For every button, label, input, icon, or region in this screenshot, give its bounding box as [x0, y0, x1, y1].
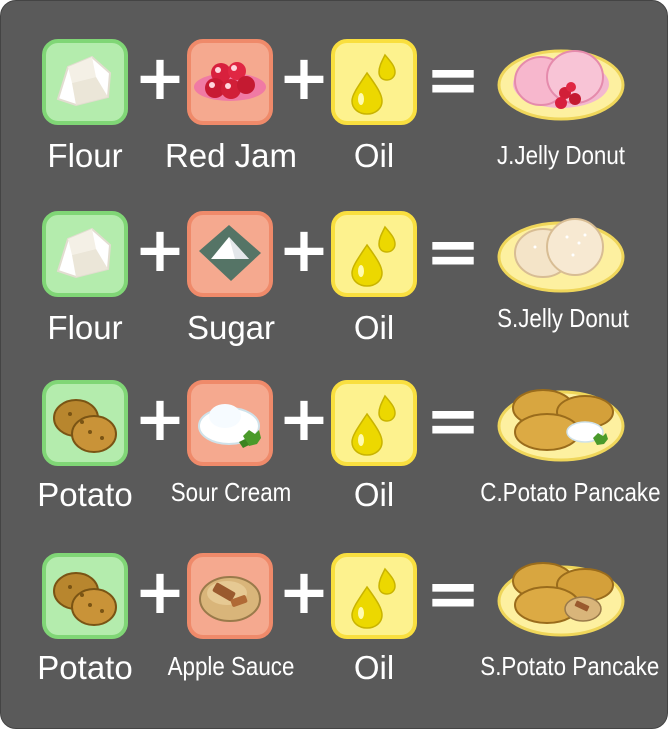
ingredient-label: Flour — [47, 137, 123, 174]
result-jelly-donut-jam — [495, 37, 627, 129]
result-potato-pancake-cream — [495, 376, 627, 468]
ingredient-label: Oil — [353, 476, 395, 513]
ingredient-tile-potato — [42, 380, 128, 466]
plus-sign: + — [134, 213, 186, 286]
oil-drop-icon — [351, 53, 396, 115]
ingredient-label: Sour Cream — [170, 477, 292, 507]
oil-drop-icon — [351, 567, 396, 629]
ingredient-tile-sugar — [187, 211, 273, 297]
ingredient-label: Sugar — [186, 309, 276, 346]
oil-drop-icon — [351, 225, 396, 287]
recipe-row-potato-pancake-cream: + + = — [1, 380, 668, 530]
ingredient-label: Potato — [37, 649, 133, 686]
recipe-row-potato-pancake-sauce: + + = — [1, 553, 668, 703]
plus-sign: + — [278, 382, 330, 455]
ingredient-tile-oil — [331, 553, 417, 639]
recipe-row-jelly-donut-sugar: + + = — [1, 211, 668, 361]
ingredient-label: Potato — [37, 476, 133, 513]
ingredient-tile-flour — [42, 211, 128, 297]
result-potato-pancake-sauce — [495, 551, 627, 643]
plus-sign: + — [134, 382, 186, 455]
flour-icon — [56, 55, 112, 107]
result-label: S.Jelly Donut — [497, 303, 629, 333]
potato-icon — [53, 572, 117, 626]
ingredient-tile-red-jam — [187, 39, 273, 125]
ingredient-tile-potato — [42, 553, 128, 639]
equals-sign: = — [425, 41, 481, 118]
ingredient-tile-flour — [42, 39, 128, 125]
result-label: S.Potato Pancake — [480, 651, 660, 681]
plus-sign: + — [278, 555, 330, 628]
flour-icon — [56, 227, 112, 279]
apple-sauce-icon — [199, 576, 261, 622]
ingredient-tile-sour-cream — [187, 380, 273, 466]
red-jam-icon — [194, 62, 266, 101]
sour-cream-icon — [198, 404, 261, 448]
result-label: J.Jelly Donut — [496, 140, 626, 170]
sugar-icon — [199, 225, 261, 281]
potato-pancake-sauce-icon — [497, 562, 625, 637]
ingredient-tile-apple-sauce — [187, 553, 273, 639]
equals-sign: = — [425, 555, 481, 632]
equals-sign: = — [425, 213, 481, 290]
plus-sign: + — [134, 555, 186, 628]
ingredient-tile-oil — [331, 211, 417, 297]
potato-pancake-cream-icon — [497, 389, 625, 462]
ingredient-label: Flour — [47, 309, 123, 346]
ingredient-label: Oil — [353, 649, 395, 686]
ingredient-label: Red Jam — [164, 137, 298, 174]
jelly-donut-sugar-icon — [497, 218, 625, 293]
plus-sign: + — [278, 41, 330, 114]
recipe-row-jelly-donut-jam: + + = — [1, 39, 668, 189]
potato-icon — [53, 399, 117, 453]
plus-sign: + — [134, 41, 186, 114]
ingredient-label: Apple Sauce — [167, 651, 295, 681]
ingredient-tile-oil — [331, 380, 417, 466]
equals-sign: = — [425, 382, 481, 459]
result-label: C.Potato Pancake — [480, 477, 661, 507]
jelly-donut-jam-icon — [497, 49, 625, 121]
ingredient-label: Oil — [353, 309, 395, 346]
ingredient-tile-oil — [331, 39, 417, 125]
ingredient-label: Oil — [353, 137, 395, 174]
plus-sign: + — [278, 213, 330, 286]
oil-drop-icon — [351, 394, 396, 456]
result-jelly-donut-sugar — [495, 207, 627, 299]
